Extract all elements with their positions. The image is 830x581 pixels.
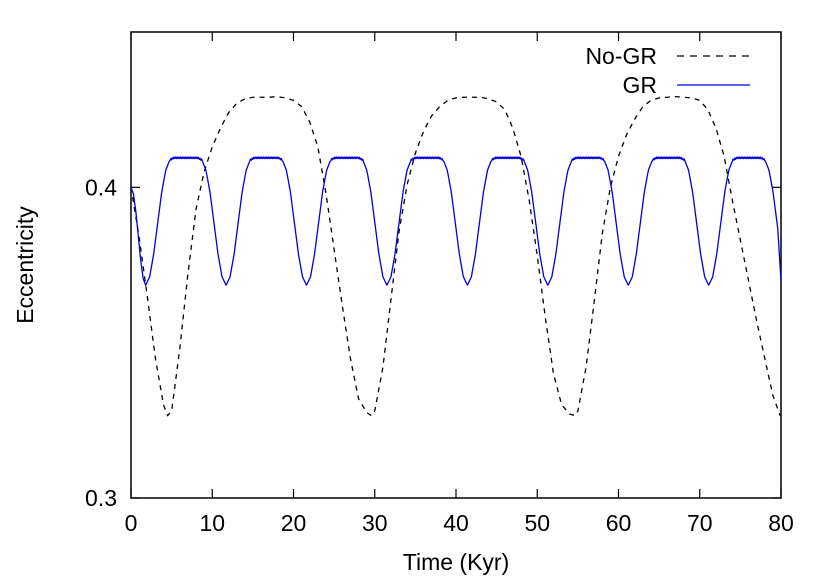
- x-tick-label: 50: [524, 510, 550, 536]
- legend-label-no-gr: No-GR: [585, 43, 657, 69]
- x-tick-label: 10: [199, 510, 225, 536]
- x-tick-label: 40: [443, 510, 469, 536]
- y-axis-title: Eccentricity: [12, 206, 38, 324]
- x-tick-label: 30: [362, 510, 388, 536]
- legend-label-gr: GR: [623, 72, 658, 98]
- plot-frame: [130, 31, 782, 499]
- x-axis-title: Time (Kyr): [403, 549, 509, 575]
- tick-marks: [130, 32, 782, 499]
- y-tick-label: 0.3: [85, 485, 117, 511]
- tick-labels: 0 10 20 30 40 50 60 70 80 0.3 0.4: [85, 174, 794, 536]
- y-tick-label: 0.4: [85, 174, 117, 200]
- x-tick-label: 70: [687, 510, 713, 536]
- legend: No-GR GR: [585, 43, 750, 98]
- x-tick-label: 60: [606, 510, 632, 536]
- x-tick-label: 0: [125, 510, 138, 536]
- x-tick-label: 20: [281, 510, 307, 536]
- series-layer: [130, 95, 782, 417]
- series-line-no-gr: [130, 95, 781, 417]
- x-tick-label: 80: [768, 510, 794, 536]
- series-line-gr: [130, 156, 782, 286]
